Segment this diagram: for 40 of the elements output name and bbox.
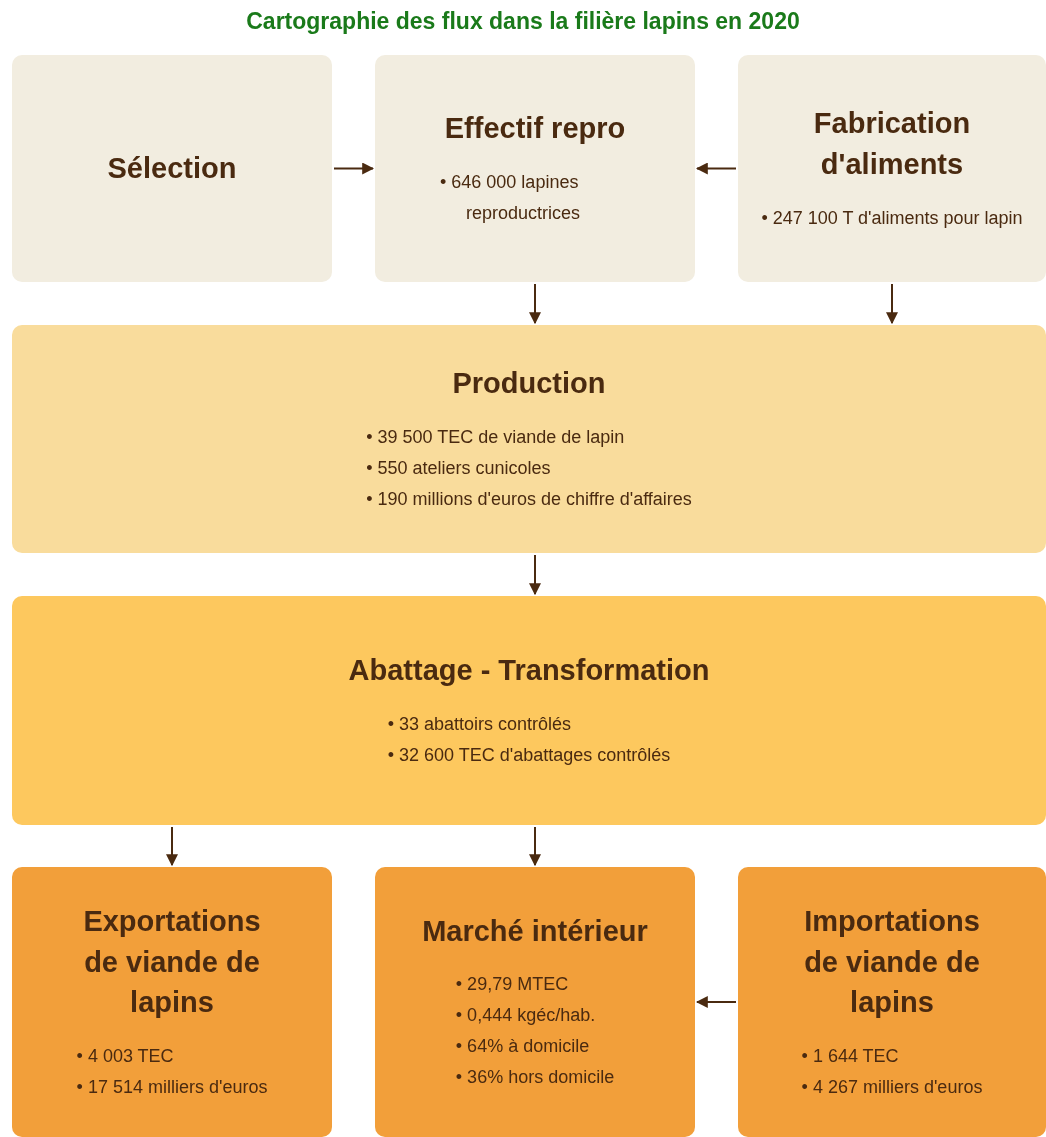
bullet-item: • 1 644 TEC <box>801 1044 900 1068</box>
process-box <box>738 867 1046 1137</box>
process-box <box>375 55 695 282</box>
node-title: Importations de viande de lapins <box>803 904 981 1021</box>
bullet-item: • 29,79 MTEC <box>455 973 570 997</box>
process-box <box>12 867 332 1137</box>
bullet-item: • 4 003 TEC <box>76 1044 175 1068</box>
arrow <box>695 996 737 1008</box>
bullet-item: • 247 100 T d'aliments pour lapin <box>761 206 1023 230</box>
bullet-item: • 32 600 TEC d'abattages contrôlés <box>387 743 671 767</box>
bullet-item: • 64% à domicile <box>455 1035 591 1059</box>
bullet-item: • 0,444 kgéc/hab. <box>455 1004 597 1028</box>
node-title: Sélection <box>107 151 237 187</box>
arrow <box>886 283 898 325</box>
node-title: Marché intérieur <box>422 913 648 949</box>
node-title: Production <box>452 366 606 402</box>
process-box <box>738 55 1046 282</box>
bullet-item: • 39 500 TEC de viande de lapin <box>366 425 626 449</box>
arrow <box>529 283 541 325</box>
arrow <box>333 162 375 175</box>
arrow <box>166 826 178 867</box>
arrow <box>529 826 541 867</box>
bullet-item: • 17 514 milliers d'euros <box>76 1075 268 1099</box>
arrow <box>695 162 737 175</box>
node-title: Fabrication d'aliments <box>812 106 972 182</box>
process-box <box>375 867 695 1137</box>
bullet-item: • 550 ateliers cunicoles <box>366 456 552 480</box>
arrow <box>529 554 541 596</box>
diagram-title: Cartographie des flux dans la filière lapins en 2020 <box>245 8 801 35</box>
process-box <box>12 596 1046 825</box>
process-box <box>12 325 1046 553</box>
bullet-item: • 33 abattoirs contrôlés <box>387 712 573 736</box>
bullet-item: • 4 267 milliers d'euros <box>801 1075 983 1099</box>
bullet-item: • 36% hors domicile <box>455 1066 615 1090</box>
node-title: Effectif repro <box>444 111 626 147</box>
node-title: Exportations de viande de lapins <box>82 904 262 1021</box>
process-box <box>12 55 332 282</box>
bullet-item: • 646 000 lapines reproductrices <box>440 170 582 225</box>
node-title: Abattage - Transformation <box>348 653 710 689</box>
bullet-item: • 190 millions d'euros de chiffre d'affaires <box>366 487 692 511</box>
